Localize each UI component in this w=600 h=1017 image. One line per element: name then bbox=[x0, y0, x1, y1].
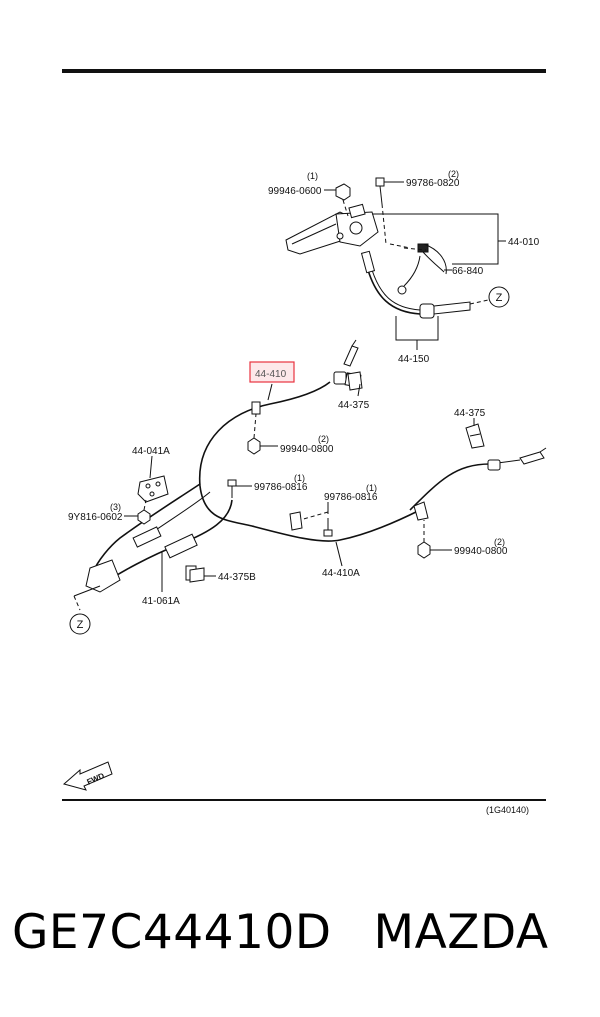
label-44-375-right: 44-375 bbox=[454, 408, 486, 419]
nut-99940-0800-upper bbox=[247, 413, 261, 455]
bottom-rule bbox=[62, 799, 546, 801]
highlight-box bbox=[249, 361, 295, 383]
top-rule bbox=[62, 69, 546, 73]
label-44-041A: 44-041A bbox=[132, 446, 170, 457]
label-99786-0816-left: 99786-0816 bbox=[254, 482, 308, 493]
part-number: GE7C44410D bbox=[12, 905, 332, 960]
qty-99786-0816-left: (1) bbox=[294, 473, 305, 483]
label-99786-0816-right: 99786-0816 bbox=[324, 492, 378, 503]
diagram-code: (1G40140) bbox=[486, 805, 529, 815]
label-44-375-upper: 44-375 bbox=[338, 400, 370, 411]
zone-marker-bottom: Z bbox=[69, 613, 91, 635]
nut-99946-0600 bbox=[335, 183, 351, 217]
qty-99786-0816-right: (1) bbox=[366, 483, 377, 493]
cable-41-061A bbox=[73, 483, 233, 611]
rear-cable-44-410 bbox=[198, 339, 421, 542]
label-99940-0800-upper: 99940-0800 bbox=[280, 444, 334, 455]
label-44-010: 44-010 bbox=[508, 237, 540, 248]
brand-name: MAZDA bbox=[373, 905, 549, 960]
zone-marker-top: Z bbox=[488, 286, 510, 308]
label-44-410A: 44-410A bbox=[322, 568, 360, 579]
label-66-840: 66-840 bbox=[452, 266, 484, 277]
label-44-410: 44-410 bbox=[255, 369, 287, 380]
svg-text:Z: Z bbox=[77, 619, 84, 631]
clip-44-375B bbox=[189, 567, 205, 583]
label-41-061A: 41-061A bbox=[142, 596, 180, 607]
qty-99940-upper: (2) bbox=[318, 434, 329, 444]
plate-44-041A bbox=[137, 475, 169, 503]
qty-9Y816: (3) bbox=[110, 502, 121, 512]
fwd-arrow: FWD bbox=[62, 761, 113, 791]
label-99786-0820: 99786-0820 bbox=[406, 178, 460, 189]
label-99946-0600: 99946-0600 bbox=[268, 186, 322, 197]
parking-brake-diagram: Z bbox=[62, 69, 547, 815]
label-99940-0800-lower: 99940-0800 bbox=[454, 546, 508, 557]
brake-switch-harness bbox=[397, 243, 447, 295]
clip-44-375-upper bbox=[347, 371, 363, 391]
svg-text:Z: Z bbox=[496, 292, 503, 304]
bolt-99786-0816-right bbox=[289, 511, 333, 537]
bolt-99786-0816-left bbox=[227, 479, 237, 498]
front-cable-44-150 bbox=[360, 250, 489, 319]
parking-brake-lever bbox=[285, 203, 379, 255]
qty-99940-lower: (2) bbox=[494, 537, 505, 547]
label-44-375B: 44-375B bbox=[218, 572, 256, 583]
nut-9Y816-0602 bbox=[137, 499, 151, 525]
rear-cable-44-410A bbox=[409, 423, 547, 521]
label-44-150: 44-150 bbox=[398, 354, 430, 365]
qty-99946: (1) bbox=[307, 171, 318, 181]
qty-99786-0820: (2) bbox=[448, 169, 459, 179]
bolt-99786-0820 bbox=[375, 177, 400, 245]
label-9Y816-0602: 9Y816-0602 bbox=[68, 512, 123, 523]
nut-99940-0800-lower bbox=[417, 520, 431, 559]
footer: GE7C44410D MAZDA bbox=[12, 905, 592, 960]
